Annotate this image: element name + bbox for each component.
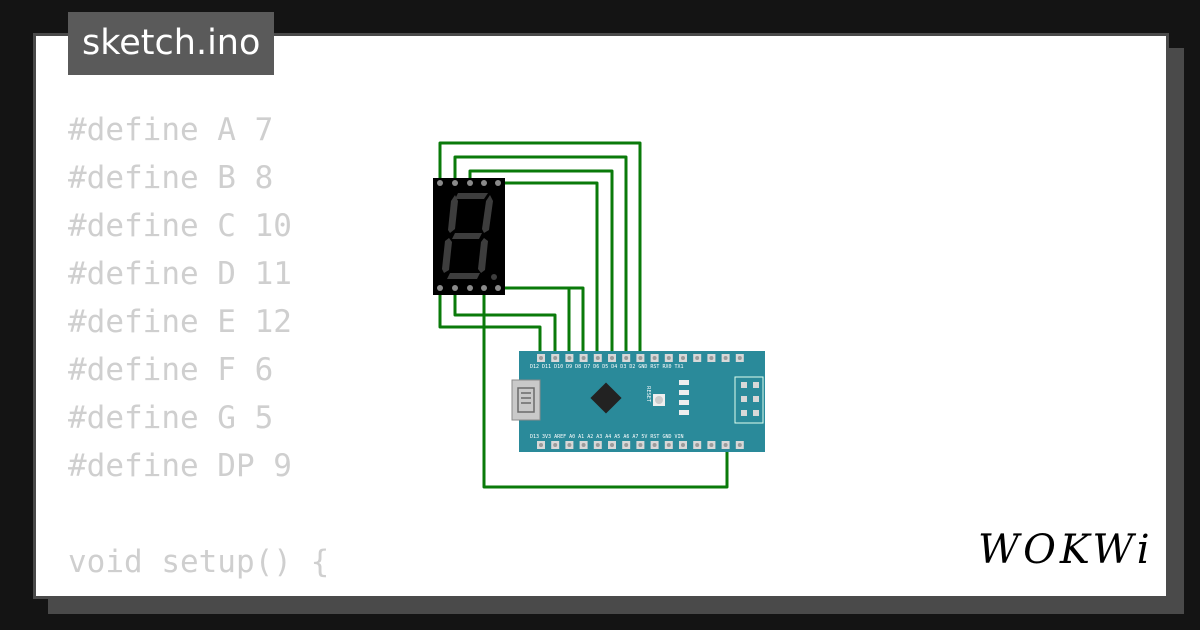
segment-e xyxy=(442,238,452,273)
microcontroller-chip xyxy=(590,382,622,414)
top-header-pin-hole xyxy=(610,356,614,360)
display-pin xyxy=(481,285,487,291)
wire xyxy=(438,141,642,358)
display-pin xyxy=(481,180,487,186)
wokwi-logo[interactable]: WOKWi xyxy=(978,527,1154,573)
display-pin xyxy=(495,285,501,291)
code-line: #define DP 9 xyxy=(68,448,292,484)
bottom-header-pin-hole xyxy=(638,443,643,447)
bottom-header-pin-hole xyxy=(737,443,742,447)
top-pin-labels: D12 D11 D10 D9 D8 D7 D6 D5 D4 D3 D2 GND … xyxy=(530,364,684,370)
code-line: #define A 7 xyxy=(68,112,274,148)
wire xyxy=(453,288,557,358)
segment-g xyxy=(452,233,482,239)
segment-b xyxy=(482,195,493,233)
top-header-pin-hole xyxy=(638,356,643,360)
top-header-pin-hole xyxy=(666,356,671,360)
wire xyxy=(498,286,585,358)
segment-d xyxy=(447,273,480,279)
code-line: #define E 12 xyxy=(68,304,292,340)
wire xyxy=(482,288,729,489)
top-header-pin-hole xyxy=(553,356,558,360)
top-header-pin-hole xyxy=(681,356,685,360)
wire xyxy=(498,181,599,358)
code-line: #define B 8 xyxy=(68,160,274,196)
top-header-pin-hole xyxy=(624,356,629,360)
display-pin xyxy=(467,285,473,291)
arduino-nano-board: RESET D12 D11 D10 D9 D8 D7 D6 D5 D4 D3 D… xyxy=(511,351,765,452)
segment-a xyxy=(455,193,488,199)
top-header-pin-hole xyxy=(652,356,657,360)
segment-c xyxy=(478,238,488,273)
preview-card: #define A 7 #define B 8 #define C 10 #defin… xyxy=(33,33,1169,599)
bottom-header-pin-hole xyxy=(539,443,543,447)
wire xyxy=(453,155,628,358)
bottom-header-pin-hole xyxy=(567,443,572,447)
display-pin xyxy=(437,180,443,186)
code-line: #define D 11 xyxy=(68,256,292,292)
bottom-header-pin-hole xyxy=(610,443,614,447)
display-pin xyxy=(452,285,458,291)
display-pin xyxy=(467,180,473,186)
bottom-header-pin-hole xyxy=(681,443,685,447)
bottom-header-pin-hole xyxy=(723,443,728,447)
wire xyxy=(468,169,614,358)
bottom-header-pin-hole xyxy=(624,443,629,447)
bottom-header-pin-hole xyxy=(666,443,671,447)
code-line: #define C 10 xyxy=(68,208,292,244)
file-tab[interactable]: sketch.ino xyxy=(68,12,275,75)
seven-segment-display xyxy=(433,178,505,295)
usb-connector xyxy=(511,379,541,421)
bottom-header-pin-hole xyxy=(595,443,600,447)
display-pin xyxy=(437,285,443,291)
display-pin xyxy=(452,180,458,186)
segment-dp xyxy=(491,274,497,280)
code-line: #define G 5 xyxy=(68,400,274,436)
top-header-pin-hole xyxy=(567,356,572,360)
code-line: pinMode(A, OUTPUT); xyxy=(68,586,460,596)
bottom-header-pin-hole xyxy=(709,443,714,447)
display-pin xyxy=(495,180,501,186)
code-editor: #define A 7 #define B 8 #define C 10 #defin… xyxy=(68,106,460,596)
top-header-pin-hole xyxy=(695,356,700,360)
top-header-pin-hole xyxy=(595,356,600,360)
top-header-pin-hole xyxy=(709,356,714,360)
bottom-pin-labels: D13 3V3 AREF A0 A1 A2 A3 A4 A5 A6 A7 5V … xyxy=(530,434,684,440)
top-header-pin-hole xyxy=(539,356,543,360)
wires xyxy=(438,141,729,489)
top-header-pin-hole xyxy=(581,356,586,360)
top-header-pin-hole xyxy=(737,356,742,360)
segment-f xyxy=(448,195,458,233)
bottom-header-pin-hole xyxy=(581,443,586,447)
bottom-header-pin-hole xyxy=(652,443,657,447)
bottom-header-pin-hole xyxy=(553,443,558,447)
top-header-pin-hole xyxy=(723,356,728,360)
code-line: void setup() { xyxy=(68,544,330,580)
wire xyxy=(438,288,542,358)
reset-label: RESET xyxy=(645,386,651,403)
code-line: #define F 6 xyxy=(68,352,274,388)
bottom-header-pin-hole xyxy=(695,443,700,447)
